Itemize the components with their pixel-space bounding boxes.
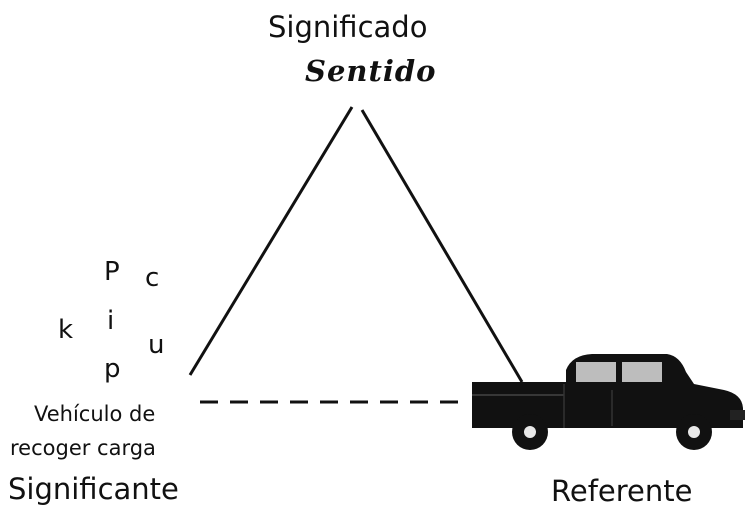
- letter-k: k: [58, 315, 74, 345]
- letter-c: c: [145, 263, 160, 293]
- description-line-2: recoger carga: [10, 436, 156, 460]
- edge-significado-referente: [360, 109, 524, 383]
- letter-u: u: [148, 330, 165, 360]
- sentido-label: Sentido: [305, 54, 437, 88]
- edge-significado-significante: [188, 106, 354, 376]
- letter-i: i: [107, 306, 115, 336]
- letter-p-lower: p: [104, 354, 121, 384]
- pickup-truck-icon: [472, 354, 745, 450]
- description-line-1: Vehículo de: [34, 402, 156, 426]
- significado-label: Significado: [268, 10, 428, 44]
- referente-label: Referente: [551, 474, 693, 508]
- significante-label: Significante: [8, 472, 179, 506]
- letter-p-upper: P: [104, 257, 120, 287]
